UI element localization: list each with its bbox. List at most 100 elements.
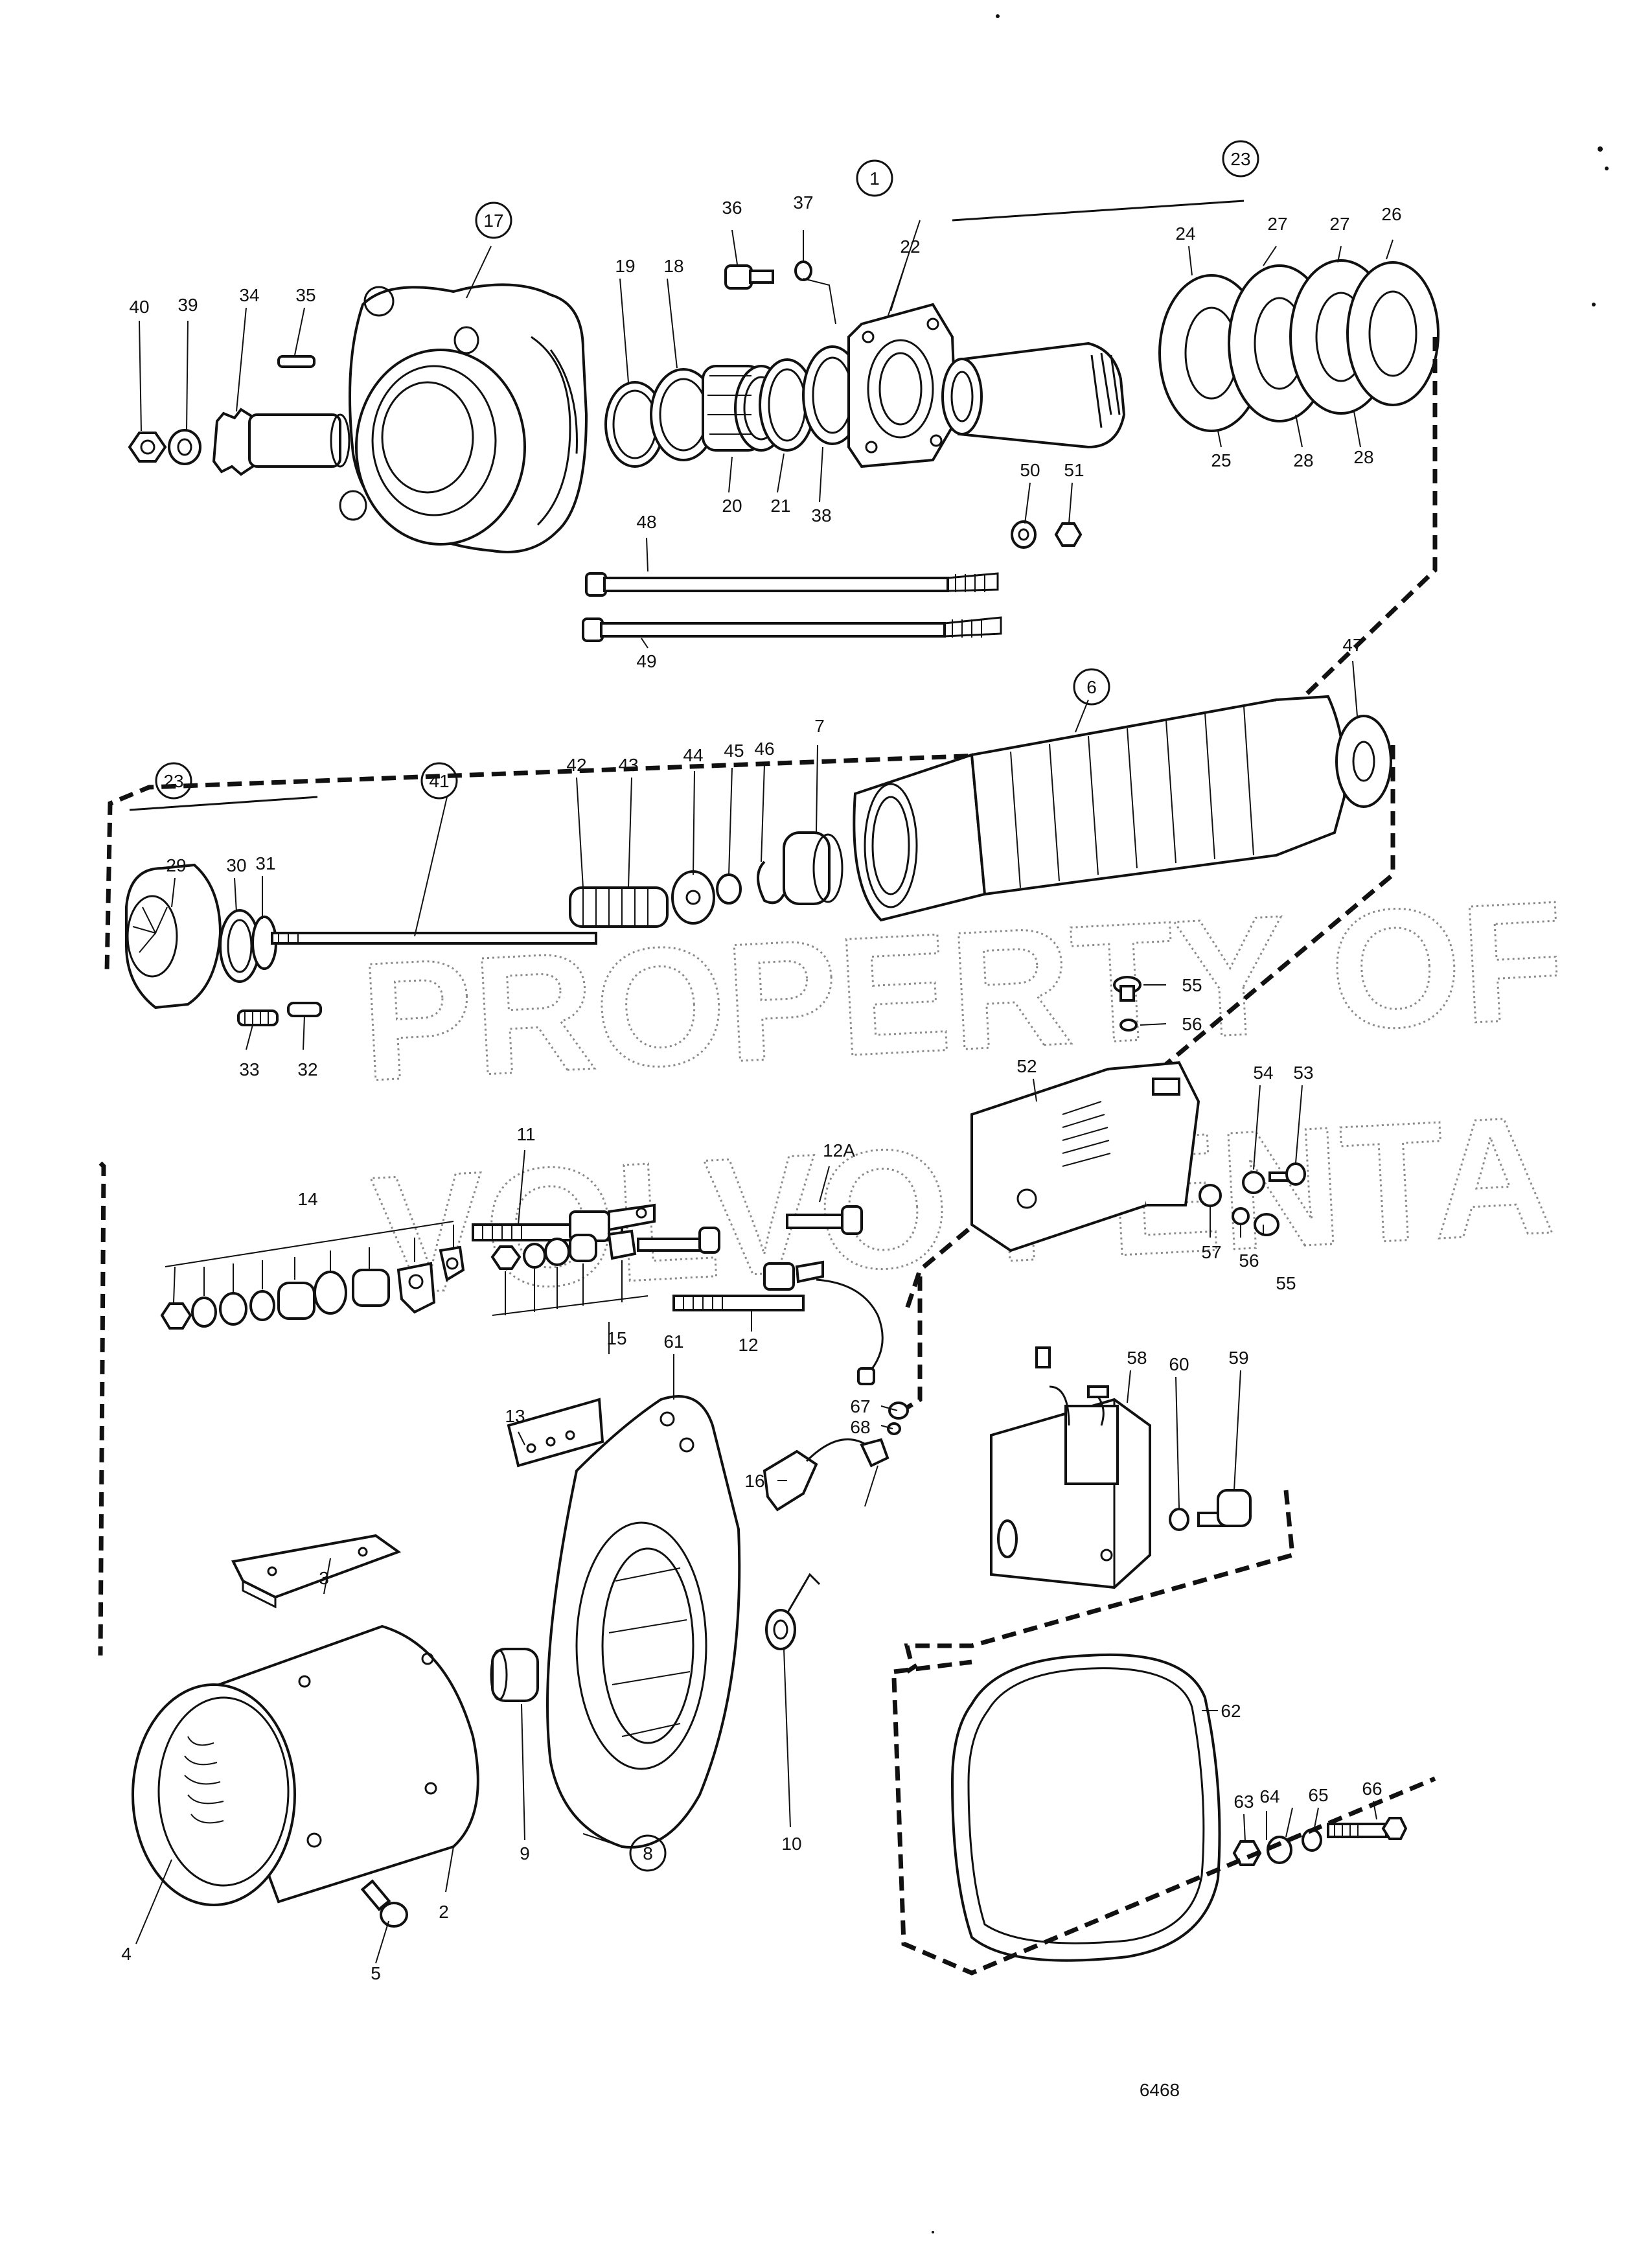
callout-24: 24 bbox=[1175, 224, 1195, 244]
callout-2: 2 bbox=[439, 1902, 449, 1922]
terminal-hardware bbox=[160, 1203, 909, 1512]
brush-plate-13 bbox=[507, 1398, 604, 1468]
yoke-2 bbox=[132, 1624, 479, 1906]
callout-10: 10 bbox=[781, 1834, 801, 1854]
solenoid-assembly bbox=[98, 976, 1306, 1656]
bushing-9 bbox=[490, 1648, 539, 1702]
callout-62: 62 bbox=[1221, 1701, 1241, 1721]
bearing-flange-22 bbox=[847, 303, 958, 468]
washer-56-top bbox=[1119, 1019, 1138, 1032]
callout-57: 57 bbox=[1201, 1242, 1221, 1262]
drive-cap-29 bbox=[125, 863, 222, 1009]
bolt-15f bbox=[637, 1227, 720, 1254]
callout-56-top: 56 bbox=[1182, 1014, 1202, 1034]
callout-1: 1 bbox=[869, 168, 880, 189]
relay-group-boundary bbox=[904, 1490, 1295, 1674]
group-23-boundary-top bbox=[104, 337, 1438, 973]
spring-33 bbox=[237, 1009, 279, 1026]
callout-12: 12 bbox=[738, 1335, 758, 1355]
callout-9: 9 bbox=[520, 1843, 530, 1863]
insulator-14g bbox=[352, 1269, 390, 1307]
field-terminal-12 bbox=[672, 1260, 884, 1385]
washer-68 bbox=[887, 1422, 901, 1435]
callout-37: 37 bbox=[793, 192, 813, 213]
callout-35: 35 bbox=[295, 285, 315, 305]
screw-55-bottom bbox=[1254, 1213, 1279, 1236]
ring-45 bbox=[716, 873, 742, 905]
cover-group-boundary bbox=[891, 1659, 1436, 1976]
frame-assembly bbox=[132, 1346, 1436, 1976]
bushing-15d bbox=[569, 1234, 597, 1262]
callout-40: 40 bbox=[129, 297, 149, 317]
washer-54 bbox=[1242, 1171, 1265, 1194]
callout-16: 16 bbox=[744, 1471, 764, 1491]
armature-6 bbox=[853, 695, 1392, 922]
callout-66: 66 bbox=[1362, 1779, 1382, 1799]
bolt-66 bbox=[1327, 1817, 1408, 1840]
pinion-34 bbox=[212, 408, 350, 476]
drive-end-assembly bbox=[104, 200, 1440, 973]
callout-32: 32 bbox=[297, 1059, 317, 1079]
callout-42: 42 bbox=[566, 755, 586, 775]
leader-lines bbox=[135, 220, 1394, 1964]
callout-6: 6 bbox=[1086, 677, 1097, 697]
nut-40 bbox=[128, 432, 167, 463]
collar-44 bbox=[671, 870, 715, 925]
nut-14a bbox=[160, 1302, 192, 1330]
callout-46: 46 bbox=[754, 739, 774, 759]
callout-8: 8 bbox=[643, 1843, 653, 1863]
key-35 bbox=[277, 355, 315, 368]
screw-55-top bbox=[1113, 976, 1141, 1002]
bolt-12A bbox=[786, 1205, 863, 1235]
callout-44: 44 bbox=[683, 745, 703, 765]
drive-end-housing-17 bbox=[339, 283, 588, 553]
callout-14: 14 bbox=[297, 1189, 317, 1209]
bolt-36 bbox=[724, 264, 774, 290]
callout-38: 38 bbox=[811, 505, 831, 525]
washer-14f bbox=[314, 1271, 347, 1315]
group-23-brace-top bbox=[952, 200, 1245, 222]
washer-14b bbox=[191, 1297, 217, 1328]
callout-61: 61 bbox=[663, 1332, 683, 1352]
brush-spring-10 bbox=[765, 1573, 821, 1650]
callout-30: 30 bbox=[226, 855, 246, 875]
screw-67 bbox=[888, 1401, 909, 1420]
stud-59 bbox=[1197, 1489, 1252, 1527]
callout-36: 36 bbox=[722, 198, 742, 218]
callout-39: 39 bbox=[178, 295, 198, 315]
callout-27b: 27 bbox=[1329, 214, 1349, 234]
group-23-brace-bottom bbox=[129, 796, 318, 811]
through-bolt-49 bbox=[582, 616, 1002, 642]
bushing-7 bbox=[783, 831, 843, 905]
washer-50 bbox=[1011, 520, 1037, 549]
callout-22: 22 bbox=[900, 236, 920, 257]
callout-34: 34 bbox=[239, 285, 259, 305]
callout-20: 20 bbox=[722, 496, 742, 516]
watermark-line-1: PROPERTY OF bbox=[356, 866, 1568, 1117]
leader-14 bbox=[165, 1221, 454, 1303]
callout-17: 17 bbox=[483, 211, 503, 231]
cover-band-62 bbox=[950, 1653, 1221, 1962]
bracket-14h bbox=[396, 1262, 436, 1314]
scan-marks bbox=[932, 14, 1609, 2233]
callouts-circled: 1 17 23 23 41 6 8 bbox=[155, 140, 1259, 1872]
screw-53 bbox=[1268, 1162, 1306, 1186]
callout-3: 3 bbox=[319, 1568, 329, 1588]
callout-48: 48 bbox=[636, 512, 656, 532]
brush-16 bbox=[763, 1438, 889, 1512]
callout-47: 47 bbox=[1342, 635, 1362, 655]
circlip-46 bbox=[757, 860, 785, 905]
callout-26: 26 bbox=[1381, 204, 1401, 224]
callout-54: 54 bbox=[1253, 1063, 1273, 1083]
solenoid-52 bbox=[970, 1061, 1200, 1252]
washer-57 bbox=[1199, 1184, 1222, 1207]
callout-11: 11 bbox=[516, 1124, 535, 1144]
through-bolt-48 bbox=[585, 572, 999, 597]
pin-32 bbox=[287, 1002, 322, 1017]
washer-15c bbox=[544, 1238, 570, 1266]
overrunning-clutch-sleeve-24 bbox=[941, 341, 1126, 449]
washer-39 bbox=[168, 429, 201, 465]
callout-23-top: 23 bbox=[1230, 149, 1250, 169]
callout-19: 19 bbox=[615, 256, 635, 276]
